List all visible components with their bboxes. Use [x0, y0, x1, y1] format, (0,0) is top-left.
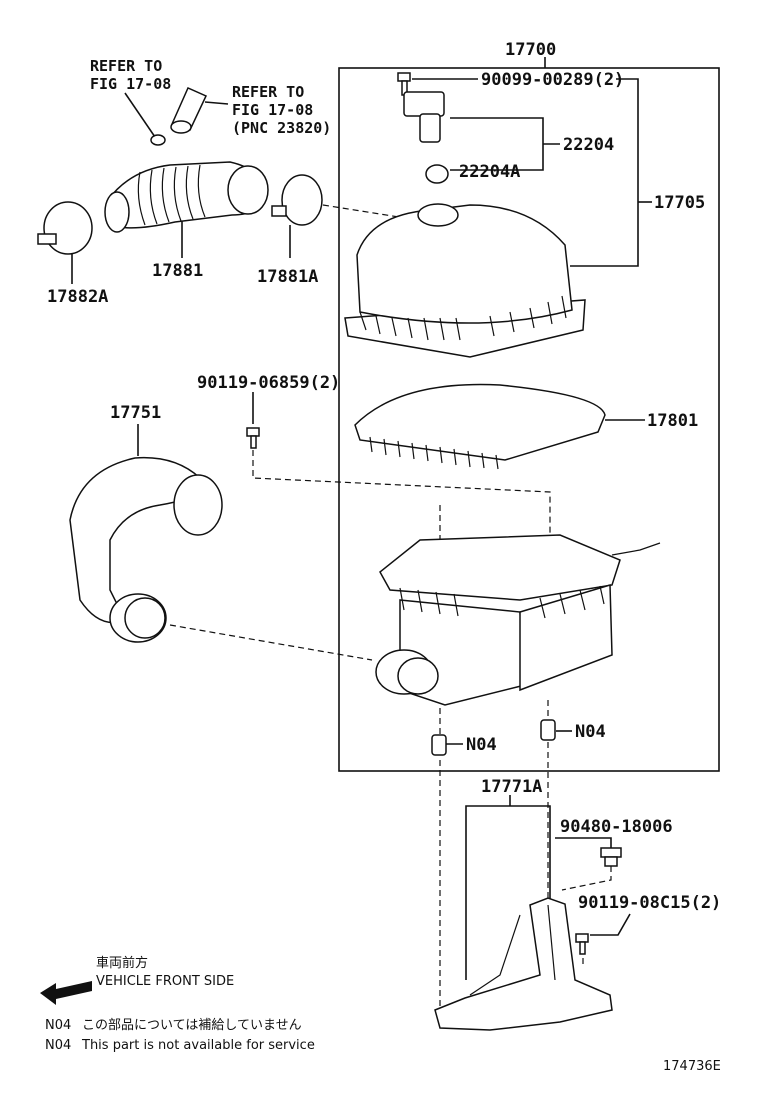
note-en-code: N04 — [45, 1038, 71, 1053]
bolt-bracket-icon — [575, 933, 589, 955]
screw-mid-icon — [246, 427, 260, 449]
label-n04-left: N04 — [466, 735, 497, 755]
label-hose: 17881 — [152, 261, 203, 281]
refer-note-2: REFER TO FIG 17-08 (PNC 23820) — [232, 83, 331, 137]
note-en-text: This part is not available for service — [81, 1038, 315, 1053]
label-grommet: 90480-18006 — [560, 817, 673, 837]
clamp-a-icon — [271, 174, 323, 226]
bracket-icon — [434, 897, 613, 1031]
svg-text:FIG 17-08: FIG 17-08 — [232, 101, 313, 119]
note-jp-text: この部品については補給していません — [82, 1018, 302, 1033]
label-sensor: 22204 — [563, 135, 614, 155]
label-clamp-b: 17882A — [47, 287, 108, 307]
vehicle-front-jp: 車両前方 — [96, 955, 148, 971]
part-labels: 17700 90099-00289(2) 22204 22204A 17705 … — [47, 40, 721, 913]
figure-id: 174736E — [663, 1059, 721, 1074]
svg-text:(PNC 23820): (PNC 23820) — [232, 119, 331, 137]
label-sensor-seal: 22204A — [459, 162, 520, 182]
air-cleaner-cap-icon — [344, 203, 586, 358]
label-bracket: 17771A — [481, 777, 542, 797]
label-bolt-bracket: 90119-08C15(2) — [578, 893, 721, 913]
vehicle-front-legend: 車両前方 VEHICLE FRONT SIDE — [96, 955, 234, 989]
label-inlet: 17751 — [110, 403, 161, 423]
vehicle-front-arrow-icon — [40, 981, 92, 1005]
intake-hose-icon — [104, 161, 269, 233]
service-notes: N04 この部品については補給していません N04 This part is n… — [45, 1018, 315, 1053]
vehicle-front-en: VEHICLE FRONT SIDE — [96, 974, 234, 989]
grommet-icon — [600, 847, 622, 867]
label-cap: 17705 — [654, 193, 705, 213]
air-filter-icon — [354, 383, 606, 470]
air-cleaner-case-icon — [375, 534, 661, 706]
label-assy: 17700 — [505, 40, 556, 60]
label-clamp-a: 17881A — [257, 267, 318, 287]
leader-lines — [71, 57, 652, 980]
n04-left-icon — [431, 734, 447, 756]
alignment-lines — [169, 204, 612, 1010]
n04-right-icon — [540, 719, 556, 741]
refer-note-1: REFER TO FIG 17-08 — [90, 57, 171, 93]
label-filter: 17801 — [647, 411, 698, 431]
svg-text:REFER TO: REFER TO — [90, 57, 162, 75]
label-bolt-top: 90099-00289(2) — [481, 70, 624, 90]
clamp-b-icon — [37, 201, 93, 255]
airflow-sensor-icon — [403, 91, 449, 184]
refer-parts-icon — [150, 87, 208, 146]
svg-text:FIG 17-08: FIG 17-08 — [90, 75, 171, 93]
label-screw-mid: 90119-06859(2) — [197, 373, 340, 393]
air-inlet-icon — [69, 456, 223, 643]
svg-text:REFER TO: REFER TO — [232, 83, 304, 101]
label-n04-right: N04 — [575, 722, 606, 742]
note-jp-code: N04 — [45, 1018, 71, 1033]
assembly-frame — [338, 67, 720, 772]
